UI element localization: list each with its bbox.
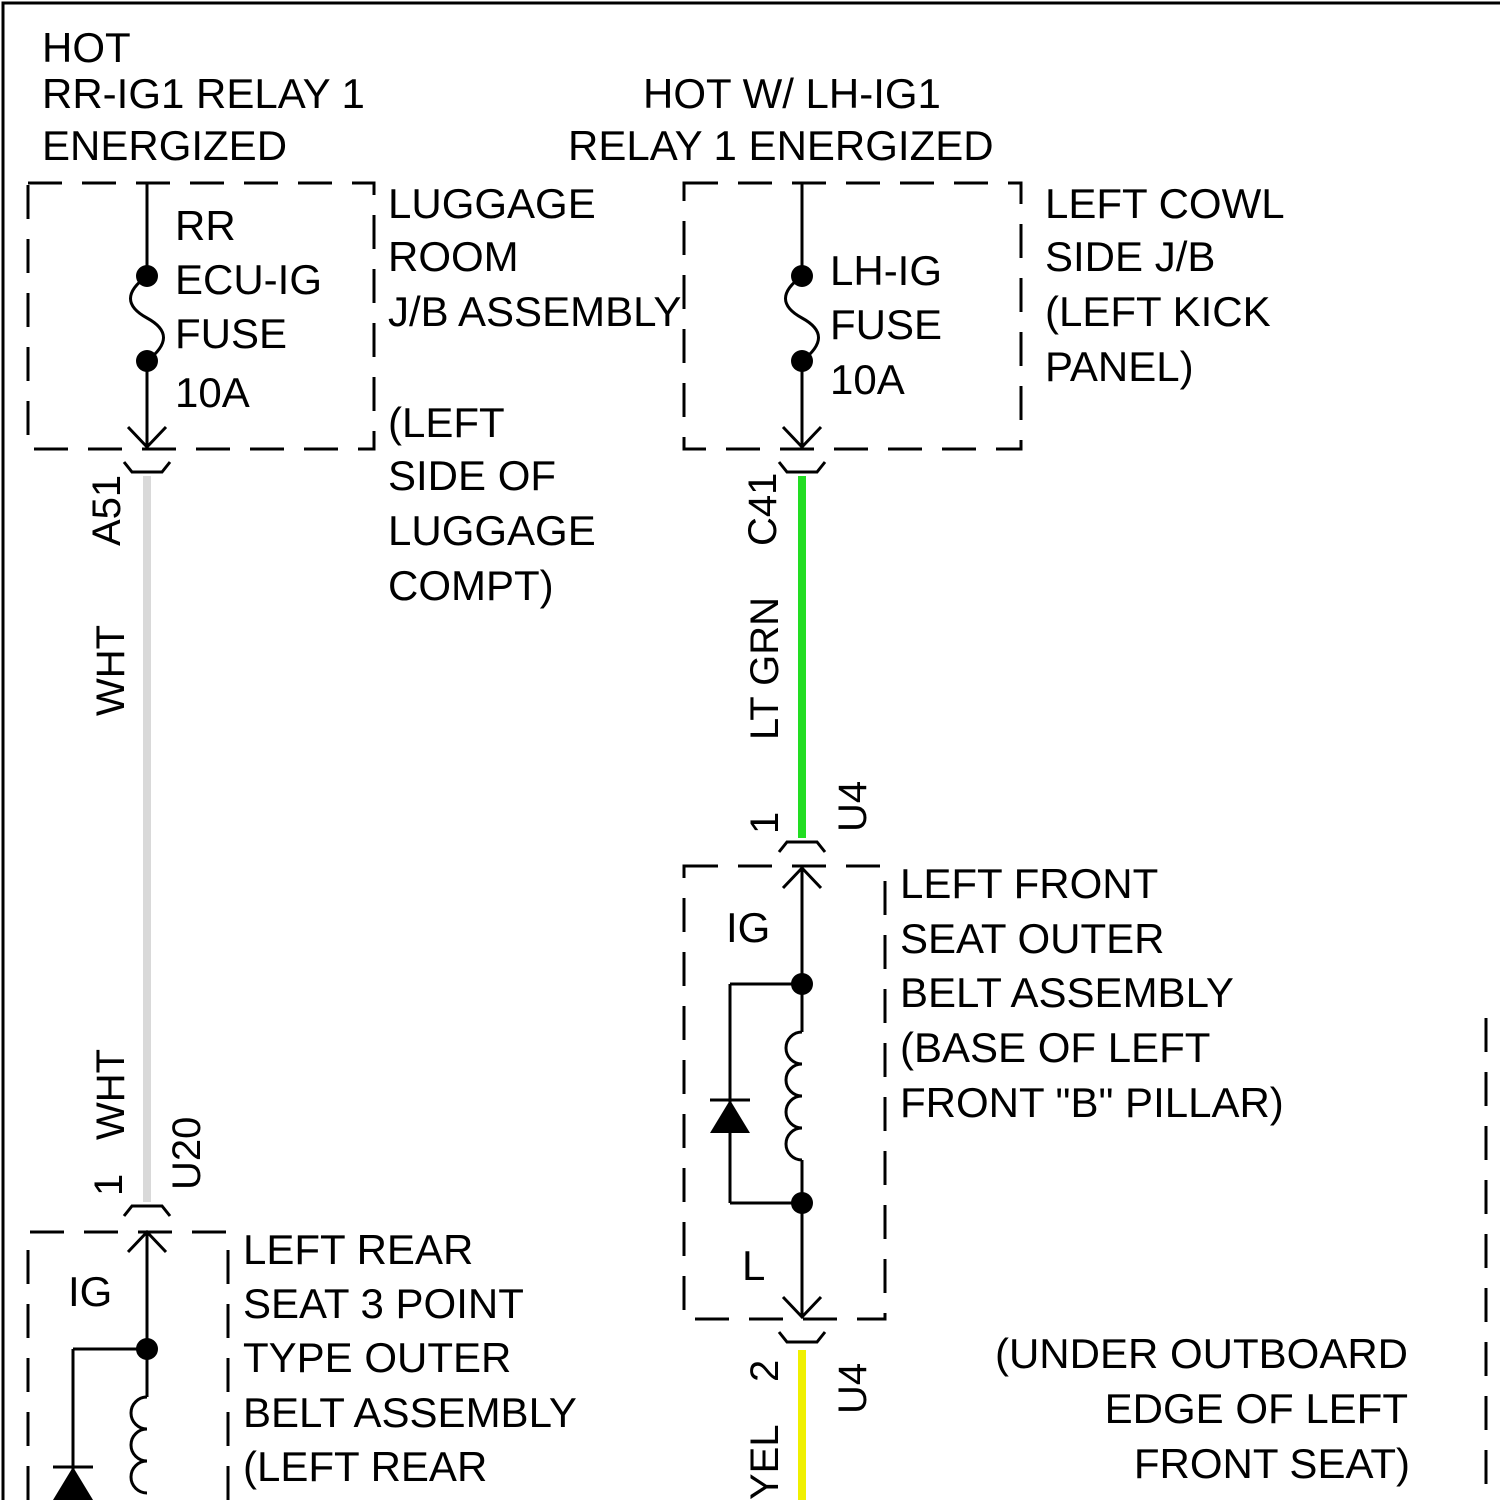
- luggage-jb-label-3: J/B ASSEMBLY: [388, 288, 681, 335]
- luggage-jb-label-5: SIDE OF: [388, 452, 556, 499]
- lh-fuse-label-2: FUSE: [830, 301, 942, 348]
- luggage-jb-label-1: LUGGAGE: [388, 180, 596, 227]
- luggage-jb-label-2: ROOM: [388, 233, 519, 280]
- rear-belt-label-5: (LEFT REAR: [243, 1443, 487, 1490]
- rear-belt-label-4: BELT ASSEMBLY: [243, 1389, 577, 1436]
- rear-belt-label-2: SEAT 3 POINT: [243, 1280, 524, 1327]
- connector-u4-label: U4: [831, 781, 875, 832]
- front-belt-label-2: SEAT OUTER: [900, 915, 1165, 962]
- top-left-label-2: RR-IG1 RELAY 1: [42, 70, 365, 117]
- connector-c41-label: C41: [741, 473, 785, 546]
- connector-a51: [124, 462, 170, 472]
- front-belt-label-3: BELT ASSEMBLY: [900, 969, 1234, 1016]
- connector-u4-upper: [779, 842, 825, 852]
- under-seat-label-1: (UNDER OUTBOARD: [995, 1330, 1408, 1377]
- top-left-label-3: ENERGIZED: [42, 122, 287, 169]
- connector-u20-pin1: 1: [87, 1174, 131, 1196]
- rear-belt-ig-label: IG: [68, 1268, 112, 1315]
- left-cowl-label-4: PANEL): [1045, 343, 1194, 390]
- lh-fuse-label-3: 10A: [830, 356, 905, 403]
- front-belt-l-label: L: [742, 1242, 765, 1289]
- connector-u20-label: U20: [165, 1117, 209, 1190]
- front-belt-ig-label: IG: [726, 904, 770, 951]
- top-right-label-1: HOT W/ LH-IG1: [643, 70, 941, 117]
- lt-grn-wire-label: LT GRN: [743, 597, 787, 740]
- luggage-jb-label-4: (LEFT: [388, 399, 505, 446]
- under-seat-label-2: EDGE OF LEFT: [1105, 1385, 1408, 1432]
- top-right-label-2: RELAY 1 ENERGIZED: [568, 122, 994, 169]
- connector-a51-label: A51: [85, 475, 129, 546]
- connector-u4-pin2: 2: [743, 1360, 787, 1382]
- connector-c41: [779, 462, 825, 472]
- rear-belt-label-1: LEFT REAR: [243, 1226, 473, 1273]
- luggage-jb-label-7: COMPT): [388, 562, 554, 609]
- under-seat-label-3: FRONT SEAT): [1134, 1440, 1410, 1487]
- rear-belt-box: [28, 1232, 228, 1500]
- wht-wire-label-upper: WHT: [89, 625, 133, 716]
- rr-fuse-label-4: 10A: [175, 369, 250, 416]
- lh-fuse-label-1: LH-IG: [830, 247, 942, 294]
- left-cowl-label-1: LEFT COWL: [1045, 180, 1285, 227]
- rr-fuse-label-2: ECU-IG: [175, 256, 322, 303]
- rear-belt-label-3: TYPE OUTER: [243, 1334, 511, 1381]
- connector-u4-pin1: 1: [743, 812, 787, 834]
- wht-wire-label-lower: WHT: [89, 1049, 133, 1140]
- luggage-jb-label-6: LUGGAGE: [388, 507, 596, 554]
- front-belt-label-1: LEFT FRONT: [900, 860, 1158, 907]
- front-belt-label-5: FRONT "B" PILLAR): [900, 1079, 1284, 1126]
- left-cowl-label-3: (LEFT KICK: [1045, 288, 1271, 335]
- rr-ecu-ig-fuse: [128, 183, 166, 447]
- top-left-label-1: HOT: [42, 24, 131, 71]
- rr-fuse-label-3: FUSE: [175, 310, 287, 357]
- left-cowl-label-2: SIDE J/B: [1045, 233, 1215, 280]
- lh-ig-fuse: [783, 183, 821, 447]
- connector-u4-lower-label: U4: [831, 1363, 875, 1414]
- rr-fuse-label-1: RR: [175, 202, 236, 249]
- front-belt-box: [684, 866, 885, 1319]
- connector-u4-lower: [779, 1332, 825, 1342]
- connector-u20: [124, 1206, 170, 1216]
- yel-wire-label: YEL: [743, 1424, 787, 1500]
- front-belt-label-4: (BASE OF LEFT: [900, 1024, 1210, 1071]
